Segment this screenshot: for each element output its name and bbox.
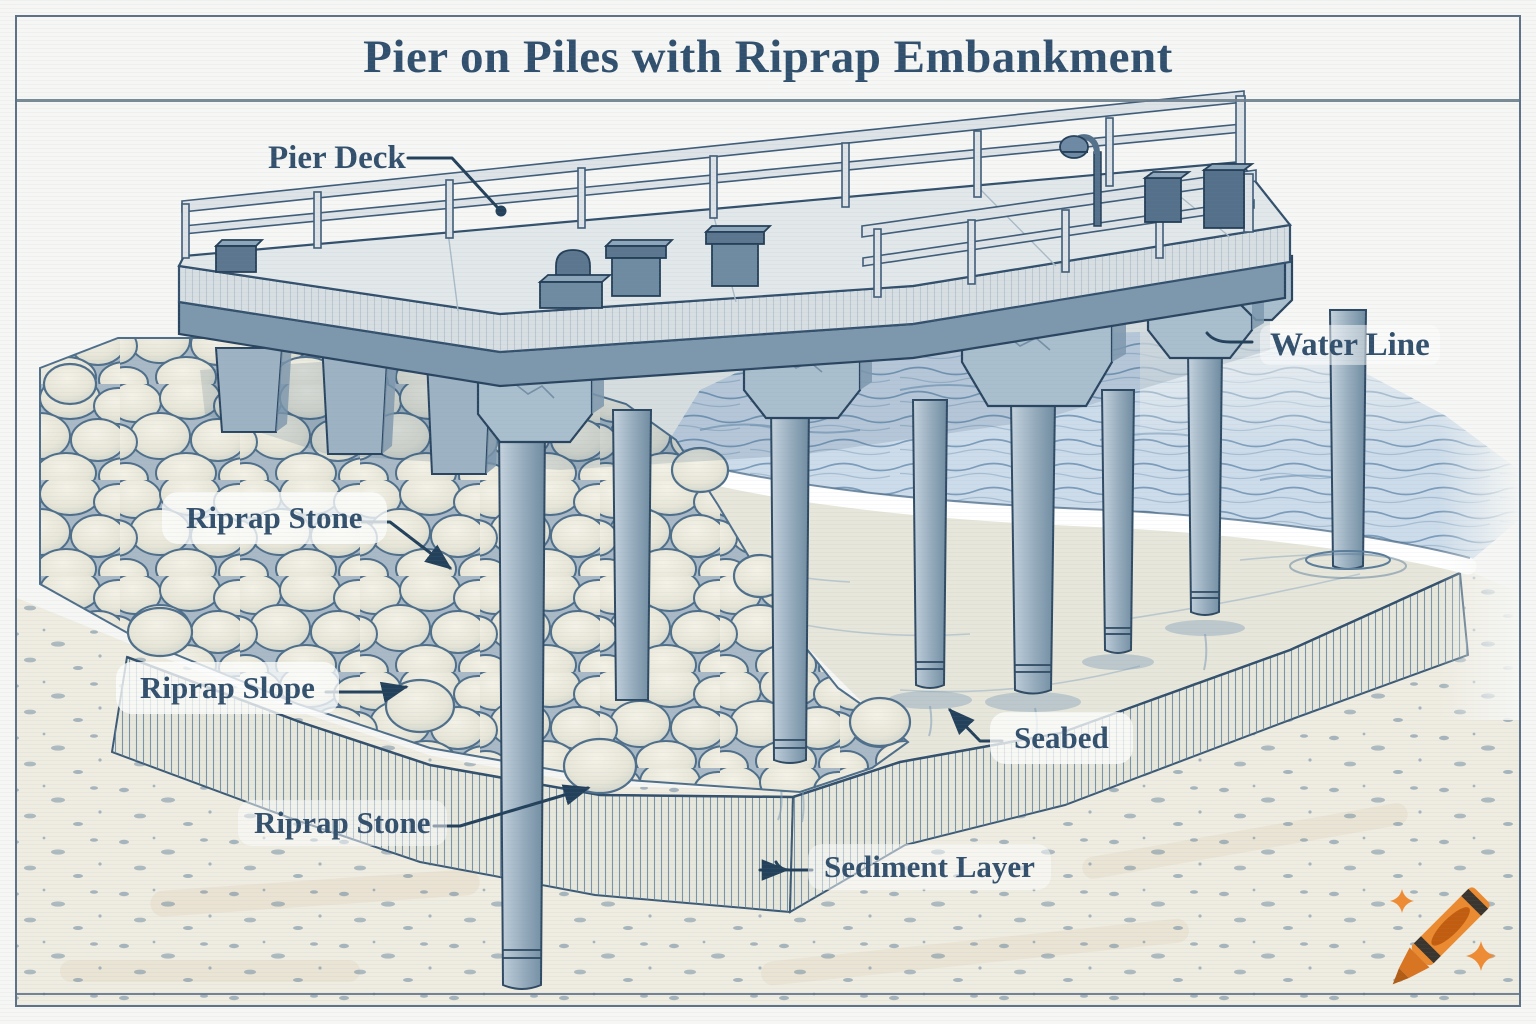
water-right-fade: [1438, 300, 1520, 720]
pile-collars: [503, 591, 1219, 959]
deck-bollards: [213, 225, 773, 309]
sparkle-icon: [1390, 889, 1414, 913]
leader-lines: [324, 156, 1254, 881]
leader-sediment-layer: [774, 860, 814, 872]
label-seabed: Seabed: [990, 712, 1133, 765]
lamp-head: [1059, 135, 1089, 159]
label-pier-deck: Pier Deck: [268, 140, 406, 176]
label-riprap-stone-upper: Riprap Stone: [162, 492, 387, 545]
diagram-title: Pier on Piles with Riprap Embankment: [363, 31, 1173, 83]
foam-edge: [639, 450, 1477, 575]
leader-riprap-slope: [324, 681, 409, 703]
back-railing: [181, 90, 1246, 259]
pile: [497, 309, 1368, 990]
sparkle-icon: [1466, 941, 1496, 971]
waterline-ripple-ring: [1305, 550, 1391, 570]
title-underline: [17, 99, 1519, 102]
label-riprap-stone-lower: Riprap Stone: [238, 800, 447, 847]
pier-structure: [177, 90, 1294, 475]
sediment-layer-ground: [17, 568, 1519, 1005]
label-sediment-layer: Sediment Layer: [808, 844, 1051, 891]
piles: [497, 309, 1407, 990]
lamp-post: [1059, 134, 1102, 227]
leader-water-line: [1205, 331, 1254, 344]
crayon-icon: [1392, 887, 1490, 985]
corner-posts: [1142, 163, 1255, 229]
label-riprap-slope: Riprap Slope: [116, 662, 339, 715]
leader-pier-deck: [406, 156, 499, 209]
label-water-line: Water Line: [1260, 325, 1440, 366]
crayon-logo: [1390, 887, 1496, 985]
